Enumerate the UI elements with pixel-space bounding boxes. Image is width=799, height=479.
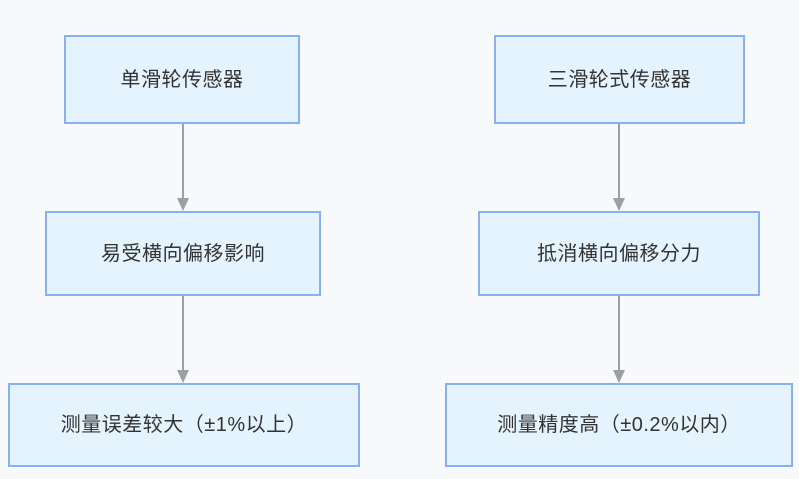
flow-connector-b2-to-b3 [613,296,625,383]
connector-line [182,296,184,370]
flow-node-large-measurement-error[interactable]: 测量误差较大（±1%以上） [8,383,360,467]
flow-node-single-pulley-sensor[interactable]: 单滑轮传感器 [64,35,300,124]
connector-line [618,296,620,370]
down-arrow-icon [613,370,625,383]
flow-node-label: 三滑轮式传感器 [547,68,692,91]
flow-node-lateral-offset-affected[interactable]: 易受横向偏移影响 [45,211,321,296]
flow-node-label: 测量精度高（±0.2%以内） [497,414,741,436]
flow-node-label: 易受横向偏移影响 [101,242,265,265]
flow-node-offsets-lateral-force[interactable]: 抵消横向偏移分力 [478,211,760,296]
down-arrow-icon [177,198,189,211]
down-arrow-icon [613,198,625,211]
flow-connector-a1-to-a2 [177,124,189,211]
down-arrow-icon [177,370,189,383]
flow-connector-a2-to-a3 [177,296,189,383]
connector-line [618,124,620,198]
flow-node-label: 测量误差较大（±1%以上） [60,414,308,436]
flow-connector-b1-to-b2 [613,124,625,211]
connector-line [182,124,184,198]
flow-node-high-measurement-accuracy[interactable]: 测量精度高（±0.2%以内） [445,383,793,467]
flow-node-label: 抵消横向偏移分力 [537,242,701,265]
flow-node-label: 单滑轮传感器 [120,68,244,91]
flow-node-triple-pulley-sensor[interactable]: 三滑轮式传感器 [494,35,745,124]
